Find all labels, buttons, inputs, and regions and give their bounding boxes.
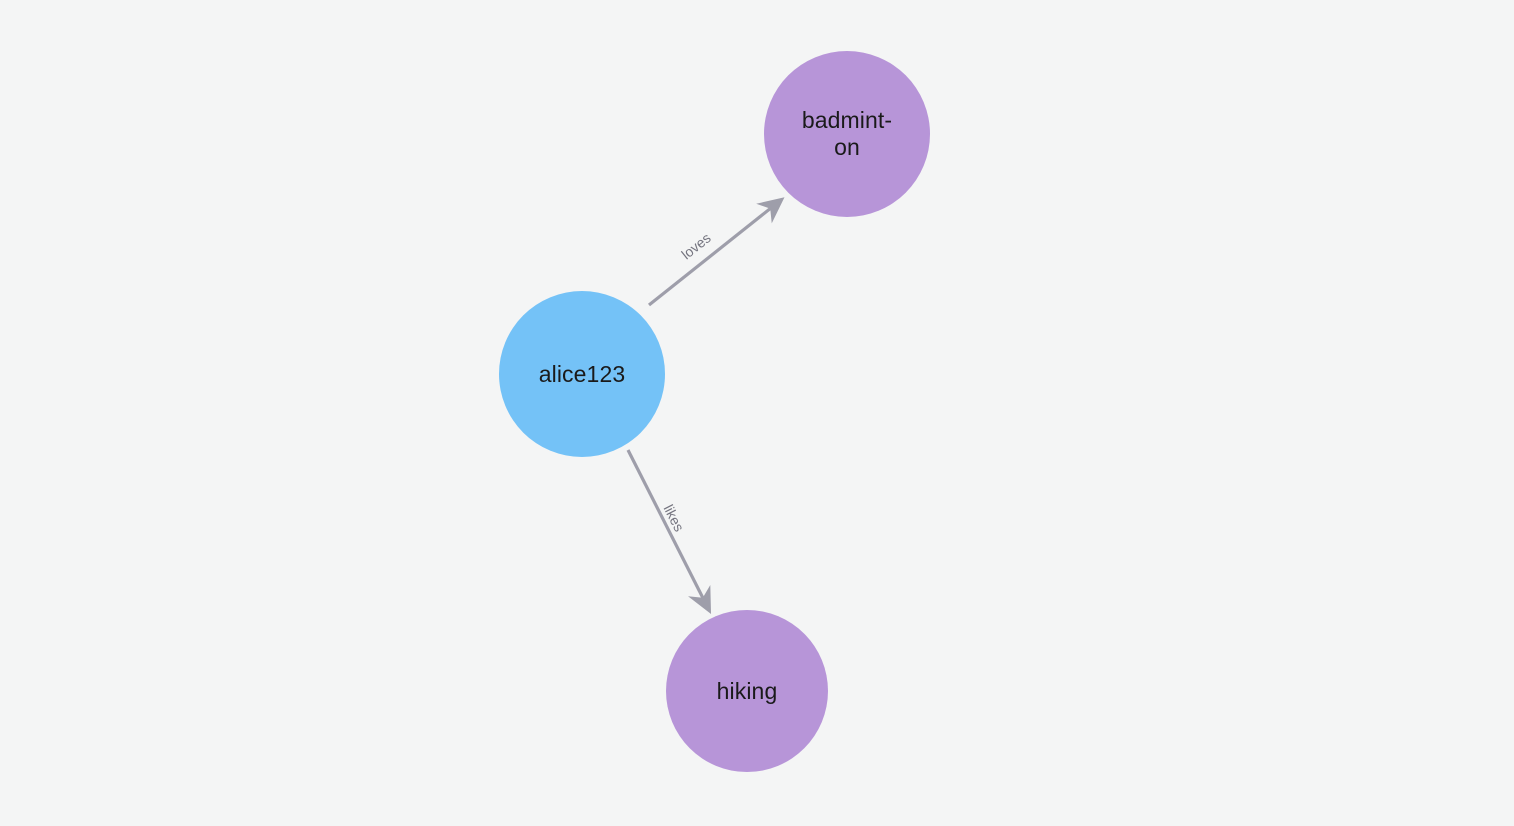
edge-alice123-loves-badminton[interactable]	[648, 197, 785, 307]
graph-node-alice123[interactable]: alice123	[499, 291, 665, 457]
node-label-badminton: badmint- on	[801, 107, 893, 160]
node-label-hiking: hiking	[716, 677, 778, 704]
node-label-alice123: alice123	[538, 360, 626, 387]
edge-alice123-likes-hiking[interactable]	[626, 449, 712, 614]
graph-node-hiking[interactable]: hiking	[666, 610, 828, 772]
graph-node-badminton[interactable]: badmint- on	[764, 51, 930, 217]
